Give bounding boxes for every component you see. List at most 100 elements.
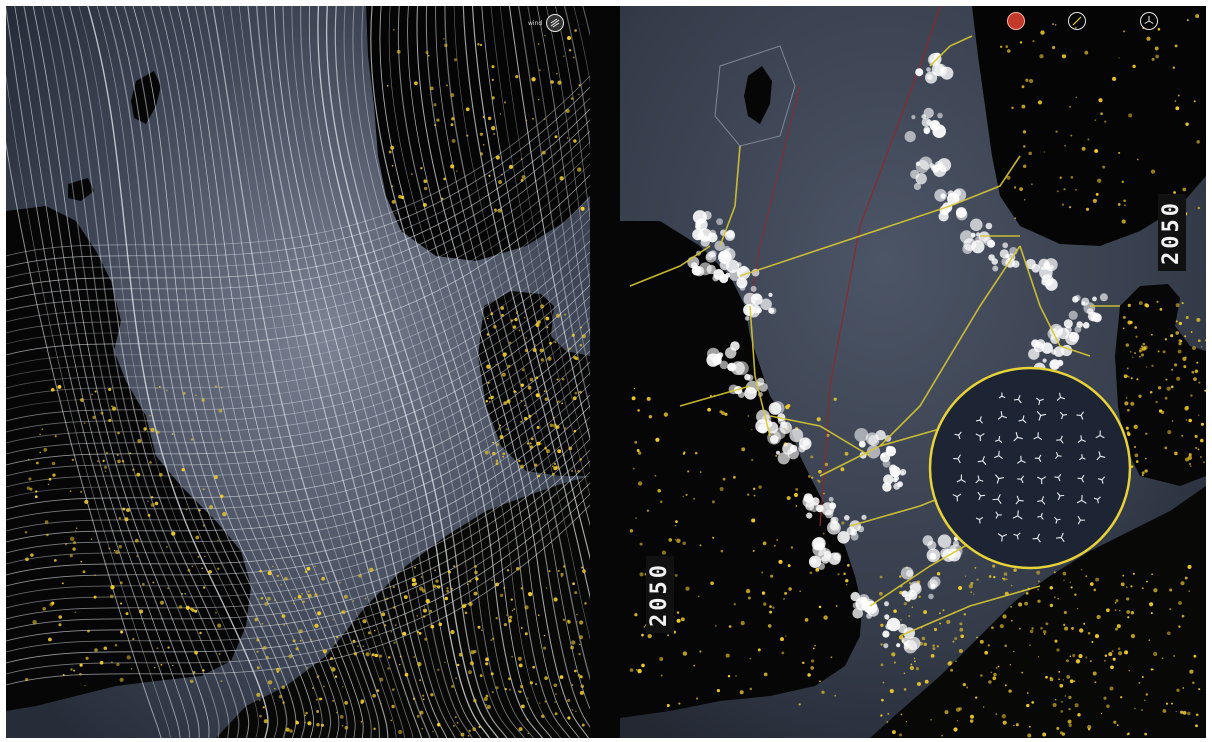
city-light — [1064, 626, 1069, 631]
turbine-blades — [1077, 474, 1085, 483]
city-light — [886, 721, 889, 723]
city-light — [546, 449, 550, 454]
city-light — [1002, 720, 1007, 725]
wind-turbine-icon — [1055, 452, 1062, 459]
city-light — [502, 455, 504, 458]
city-light — [1112, 657, 1116, 661]
city-light — [979, 639, 984, 644]
wind-streamline — [472, 6, 590, 561]
wind-farm-cluster — [828, 496, 834, 502]
city-light — [58, 615, 63, 619]
city-light — [574, 391, 578, 395]
wind-streamline — [150, 6, 332, 738]
city-light — [1053, 596, 1056, 599]
city-light — [1119, 610, 1121, 612]
city-light — [263, 719, 268, 724]
city-light — [810, 455, 814, 459]
city-light — [720, 549, 724, 553]
city-light — [495, 462, 499, 466]
city-light — [676, 618, 681, 623]
offshore-wind-farms — [687, 52, 1108, 654]
city-light — [1111, 76, 1117, 82]
city-light — [159, 600, 165, 605]
wind-farm-cluster — [719, 251, 728, 261]
city-light — [580, 684, 584, 688]
city-light — [416, 615, 418, 617]
city-light — [952, 640, 955, 643]
wind-farm-cluster — [866, 613, 872, 619]
wind-farm-cluster — [907, 636, 921, 651]
wind-farm-cluster — [730, 341, 740, 351]
city-light — [53, 558, 57, 562]
city-light — [1109, 686, 1114, 691]
city-light — [964, 575, 967, 577]
city-light — [116, 454, 119, 456]
wind-streamline — [6, 273, 590, 455]
wind-streamline — [317, 6, 491, 738]
city-light — [1058, 678, 1060, 681]
city-light — [493, 208, 497, 212]
city-light — [958, 586, 963, 590]
city-light — [201, 567, 204, 570]
city-light — [631, 396, 636, 401]
city-light — [529, 445, 534, 449]
city-light — [639, 572, 644, 577]
city-light — [48, 637, 52, 642]
wind-farm-cluster — [934, 160, 944, 170]
wind-streamline — [6, 119, 590, 301]
wind-farm-cluster — [1028, 348, 1040, 360]
city-light — [510, 319, 513, 322]
city-light — [1057, 597, 1059, 600]
city-light — [143, 427, 147, 431]
city-light — [572, 582, 575, 586]
city-light — [1111, 650, 1114, 653]
city-light — [332, 618, 334, 621]
city-light — [1068, 707, 1071, 711]
city-light — [1155, 400, 1158, 404]
wind-streamline — [6, 460, 590, 642]
city-light — [549, 423, 554, 428]
city-light — [274, 599, 276, 601]
city-light — [388, 656, 391, 659]
city-light — [1011, 620, 1013, 622]
city-light — [149, 428, 151, 430]
turbine-blades — [1018, 415, 1027, 424]
city-light — [1029, 629, 1034, 634]
city-light — [1141, 345, 1143, 348]
city-light — [753, 494, 756, 497]
city-light — [520, 178, 524, 182]
city-light — [416, 714, 420, 718]
city-light — [456, 663, 460, 667]
city-light — [1117, 203, 1121, 206]
city-light — [48, 477, 52, 481]
city-light — [571, 333, 575, 337]
city-light — [1039, 54, 1044, 59]
city-light — [520, 627, 523, 629]
city-light — [532, 665, 536, 669]
city-light — [1013, 724, 1015, 727]
city-light — [747, 415, 750, 417]
city-light — [443, 177, 446, 181]
city-light — [499, 424, 501, 427]
city-light — [1062, 679, 1064, 681]
city-light — [946, 619, 951, 624]
city-light — [1114, 609, 1117, 611]
city-light — [772, 606, 775, 609]
city-light — [799, 590, 801, 593]
city-light — [837, 573, 840, 576]
wind-turbine-icon — [1034, 454, 1042, 462]
turbine-blades — [977, 456, 987, 465]
city-light — [1031, 701, 1035, 704]
city-light — [498, 427, 500, 430]
city-light — [306, 666, 309, 669]
city-light — [555, 313, 561, 318]
offshore-wind-2050-map-panel — [620, 6, 1206, 738]
city-light — [1127, 320, 1132, 325]
city-light — [549, 341, 552, 345]
city-light — [121, 459, 125, 463]
city-light — [1117, 651, 1123, 656]
city-light — [527, 385, 532, 390]
turbine-blades — [1036, 397, 1044, 406]
city-light — [1126, 610, 1131, 614]
wind-farm-cluster — [771, 401, 785, 415]
